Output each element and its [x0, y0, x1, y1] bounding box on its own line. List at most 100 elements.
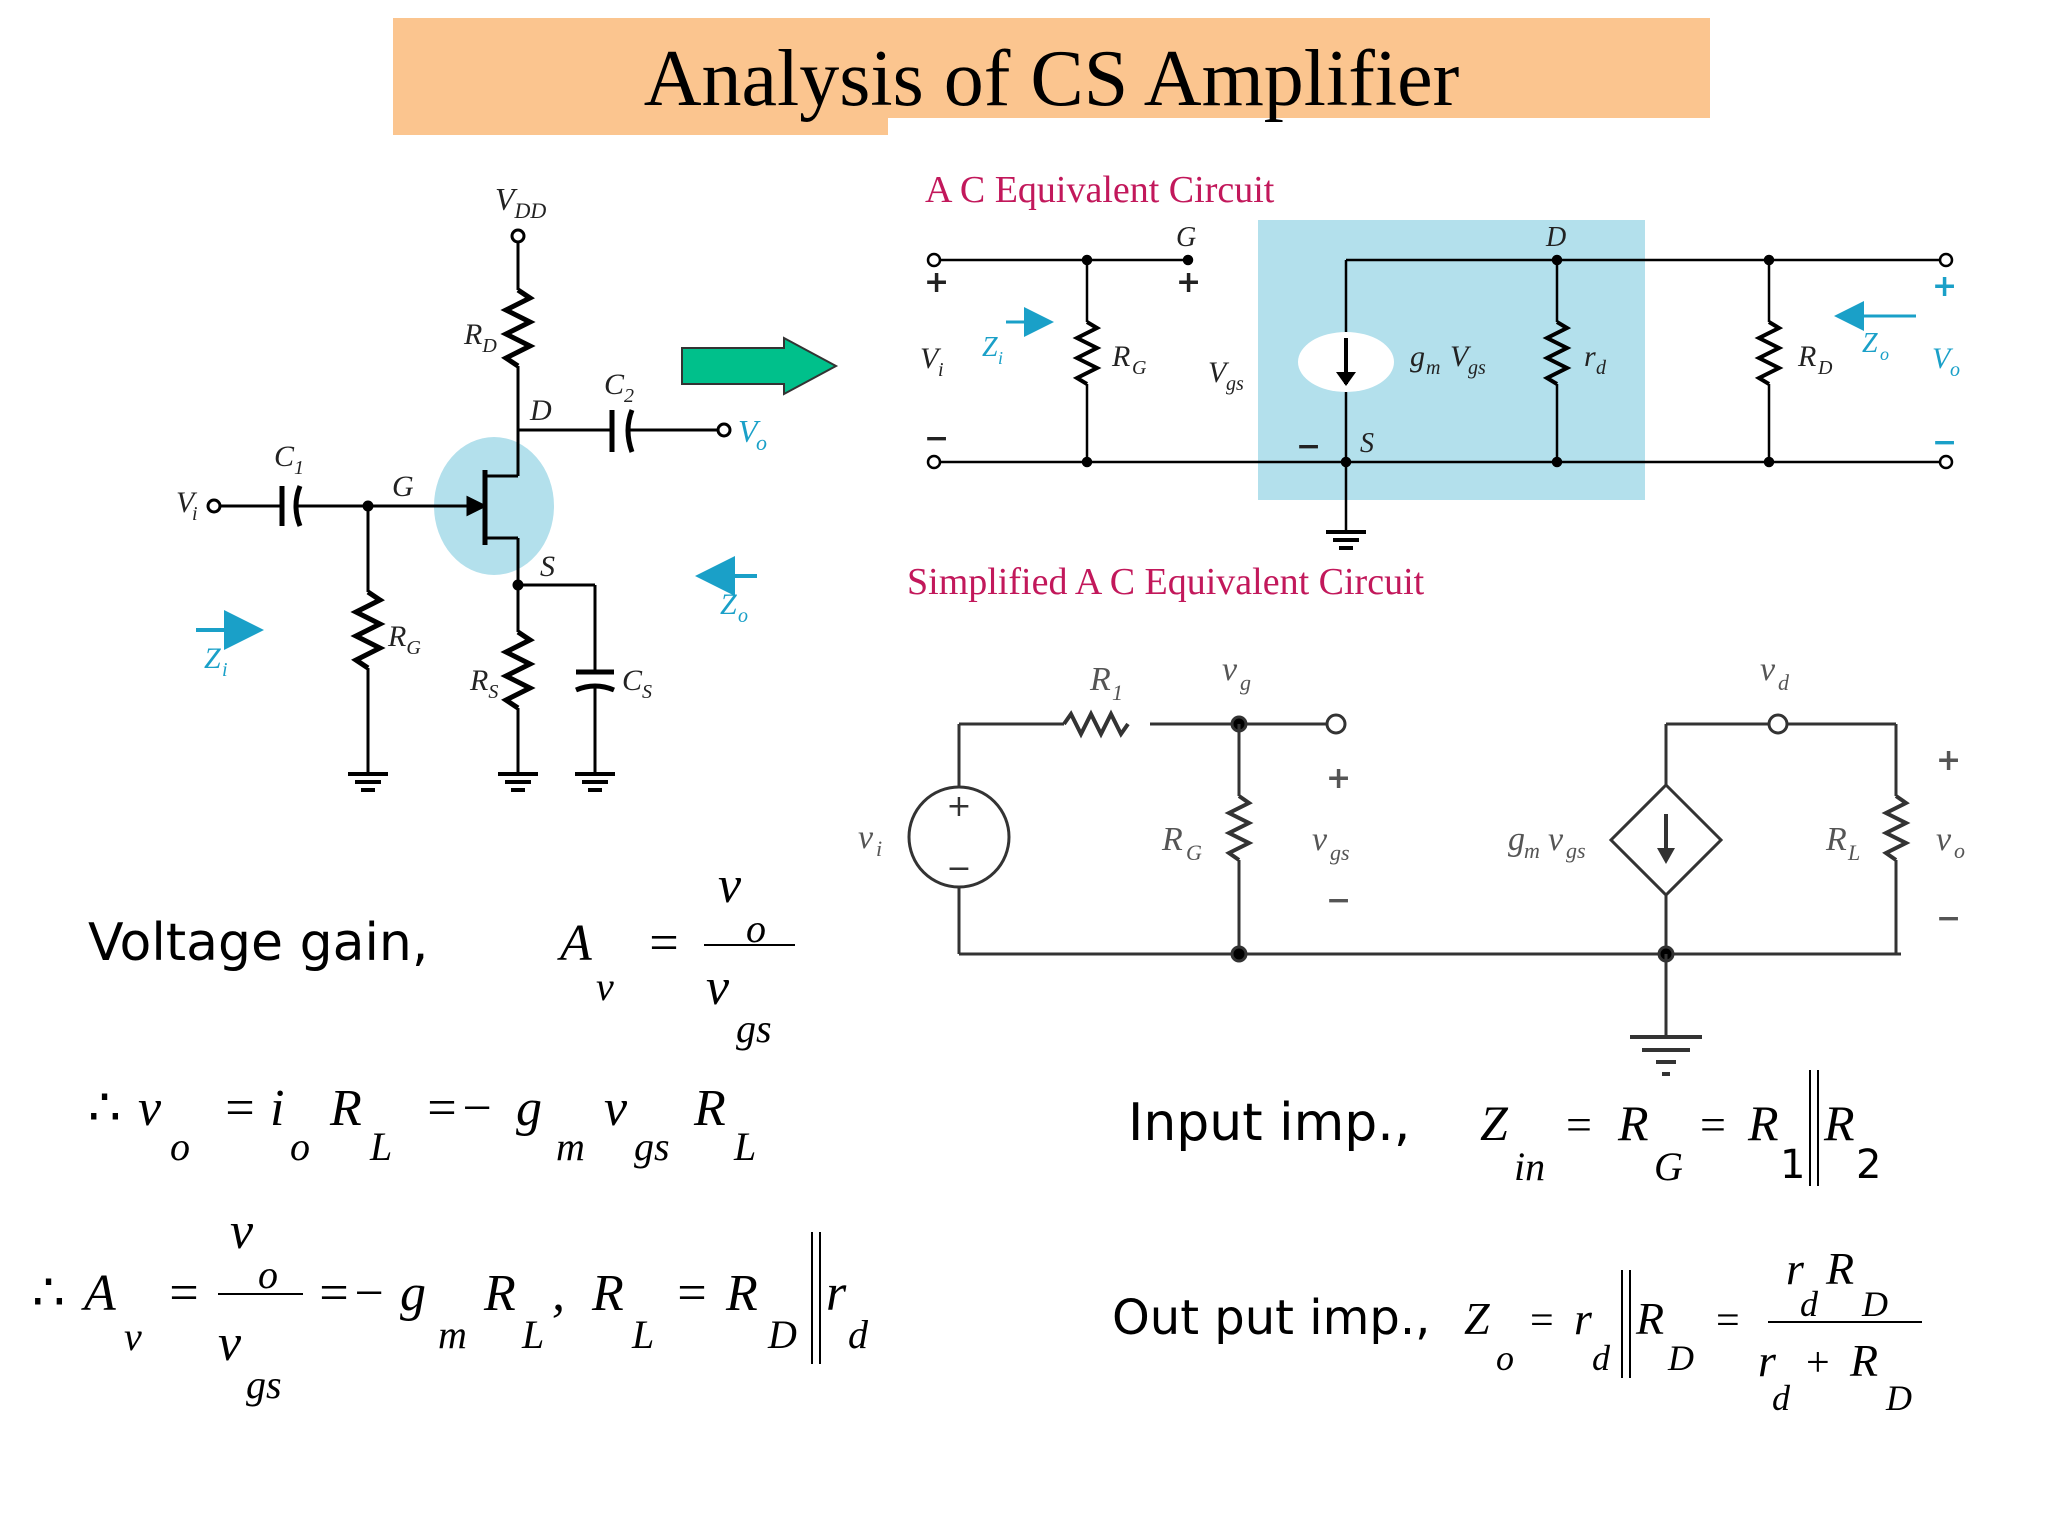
svg-text:=: =	[1530, 1298, 1554, 1344]
svg-text:o: o	[1950, 359, 1960, 381]
svg-text:o: o	[746, 906, 766, 951]
rg-resistor	[350, 589, 386, 671]
svg-text:L: L	[521, 1312, 544, 1357]
vi-label: V	[176, 486, 198, 519]
ac-equivalent-heading: A C Equivalent Circuit	[925, 169, 1275, 211]
svg-text:2: 2	[1856, 1142, 1881, 1188]
jfet-highlight	[434, 437, 554, 575]
svg-text:R: R	[693, 1080, 726, 1137]
gain-label: Voltage gain,	[88, 913, 428, 973]
svg-text:g: g	[1508, 821, 1525, 858]
equations: Voltage gain, A v = v o v gs ∴ v o = i o…	[32, 857, 1922, 1418]
vdd-label: DD	[514, 198, 547, 223]
svg-text:=: =	[1716, 1298, 1740, 1344]
ac-ground-icon	[1326, 530, 1366, 550]
svg-text:r: r	[1584, 340, 1596, 373]
svg-text:=: =	[222, 1080, 257, 1137]
svg-text:R: R	[1617, 1095, 1649, 1151]
svg-text:R: R	[1635, 1293, 1664, 1344]
sim-ground-icon	[1630, 1035, 1702, 1076]
svg-text:G: G	[1176, 222, 1196, 253]
svg-text:L: L	[369, 1124, 392, 1169]
svg-text:=−: =−	[316, 1265, 386, 1322]
source-label: S	[540, 550, 555, 583]
svg-text:VDD: VDD	[495, 181, 546, 223]
ac-equivalent-circuit	[926, 252, 1954, 550]
svg-text:=: =	[1700, 1099, 1726, 1150]
svg-text:o: o	[170, 1124, 190, 1169]
svg-text:v: v	[218, 1315, 242, 1372]
svg-text:o: o	[290, 1124, 310, 1169]
svg-text:−: −	[1296, 429, 1321, 464]
svg-text:v: v	[1936, 821, 1952, 858]
svg-text:v: v	[230, 1203, 254, 1260]
svg-text:L: L	[1847, 840, 1860, 865]
svg-text:r: r	[1574, 1293, 1593, 1344]
rl-resistor	[1881, 794, 1911, 862]
svg-text:D: D	[1817, 357, 1833, 379]
vo-terminal	[716, 422, 732, 438]
svg-text:V: V	[1208, 356, 1230, 389]
svg-text:r: r	[1758, 1335, 1777, 1386]
svg-text:m: m	[1524, 838, 1540, 863]
cs-amplifier-circuit	[500, 228, 732, 453]
svg-text:+: +	[1932, 269, 1957, 304]
svg-text:in: in	[1514, 1144, 1545, 1189]
svg-text:d: d	[848, 1312, 869, 1357]
svg-text:∴: ∴	[88, 1080, 121, 1137]
svg-text:v: v	[1548, 821, 1564, 858]
svg-text:−: −	[1932, 425, 1957, 460]
svg-text:1: 1	[1112, 680, 1123, 705]
svg-text:v: v	[596, 964, 614, 1009]
svg-text:V: V	[1450, 340, 1472, 373]
transform-arrow-icon	[681, 336, 839, 396]
current-direction-icon	[1336, 372, 1356, 386]
svg-text:R: R	[329, 1080, 362, 1137]
svg-text:R: R	[1089, 661, 1111, 698]
svg-text:v: v	[604, 1080, 628, 1137]
svg-text:i: i	[998, 348, 1003, 368]
svg-text:RS: RS	[469, 664, 498, 703]
svg-text:o: o	[1880, 344, 1889, 364]
svg-text:R: R	[483, 1265, 516, 1322]
vdd-terminal	[510, 228, 526, 244]
svg-text:=: =	[674, 1265, 709, 1322]
svg-text:g: g	[1240, 670, 1251, 695]
svg-text:gs: gs	[1468, 357, 1486, 379]
svg-text:D: D	[1885, 1378, 1912, 1418]
svg-text:R: R	[1747, 1095, 1779, 1151]
svg-text:g: g	[1410, 340, 1425, 373]
svg-text:C1: C1	[274, 440, 304, 479]
svg-text:=−: =−	[424, 1080, 494, 1137]
svg-text:L: L	[733, 1124, 756, 1169]
svg-text:+: +	[1326, 761, 1351, 796]
svg-text:v: v	[124, 1314, 142, 1359]
svg-text:+: +	[924, 265, 949, 300]
svg-text:,: ,	[552, 1265, 565, 1322]
svg-text:gs: gs	[634, 1124, 670, 1169]
sim-rg-resistor	[1224, 794, 1254, 862]
svg-text:G: G	[1132, 357, 1147, 379]
svg-text:−: −	[924, 421, 949, 456]
svg-text:o: o	[756, 430, 767, 455]
svg-text:v: v	[718, 857, 742, 914]
zo-label: Z	[720, 588, 737, 621]
svg-text:d: d	[1772, 1378, 1791, 1418]
svg-text:m: m	[556, 1124, 585, 1169]
vg-terminal	[1325, 713, 1347, 735]
svg-text:gs: gs	[1226, 373, 1244, 395]
rd-resistor	[500, 287, 536, 369]
svg-text:i: i	[192, 503, 198, 525]
svg-text:i: i	[938, 359, 944, 381]
svg-text:v: v	[706, 959, 730, 1016]
svg-text:CS: CS	[622, 664, 652, 703]
svg-text:R: R	[1797, 340, 1816, 373]
svg-text:=: =	[1566, 1099, 1592, 1150]
svg-text:G: G	[1654, 1144, 1683, 1189]
svg-text:A: A	[557, 915, 592, 972]
svg-text:g: g	[400, 1265, 426, 1322]
svg-text:m: m	[438, 1312, 467, 1357]
svg-text:R: R	[1161, 821, 1183, 858]
ac-rd-resistor	[1754, 320, 1784, 386]
svg-text:v: v	[1760, 651, 1776, 688]
